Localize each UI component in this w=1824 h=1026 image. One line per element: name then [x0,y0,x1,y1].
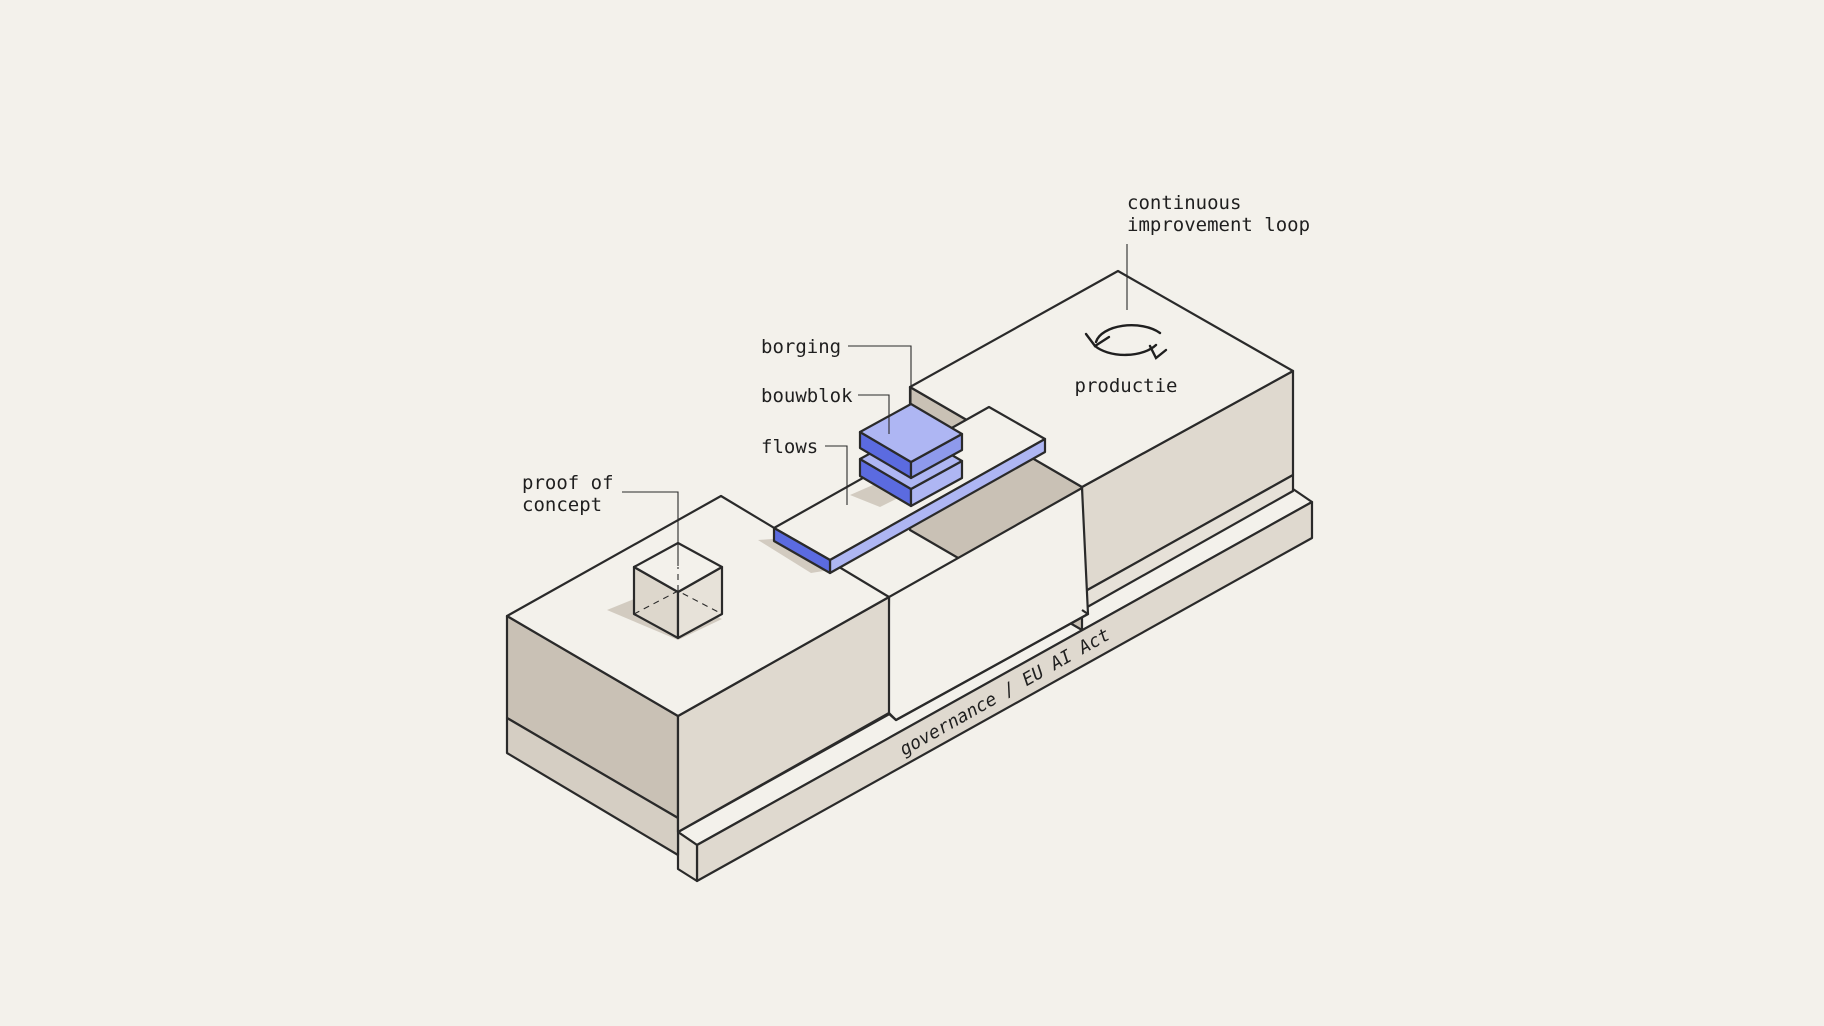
label-bouwblok: bouwblok [761,385,853,407]
leader-borging [848,345,912,404]
label-flows: flows [761,436,818,458]
leader-bouwblok [858,394,890,434]
gap-edge [888,609,1090,722]
label-productie: productie [1075,375,1178,397]
poc-cube-hidden-edges [633,567,723,615]
plank-end-face [772,526,832,575]
refresh-cycle-icon [1084,324,1168,360]
upper-block-top [858,402,964,464]
leader-poc [622,491,679,566]
leader-flows [825,445,848,505]
leader-lines [622,244,1128,566]
stacked-blocks [850,402,964,508]
poc-cube [607,541,724,640]
base-end-face [676,830,699,883]
label-proof-of-concept-line1: proof of [522,472,614,494]
label-continuous-line2: improvement loop [1127,214,1310,236]
poc-left-plinth [505,716,680,857]
label-continuous-line1: continuous [1127,192,1241,214]
label-proof-of-concept-line2: concept [522,494,602,516]
label-borging: borging [761,336,841,358]
